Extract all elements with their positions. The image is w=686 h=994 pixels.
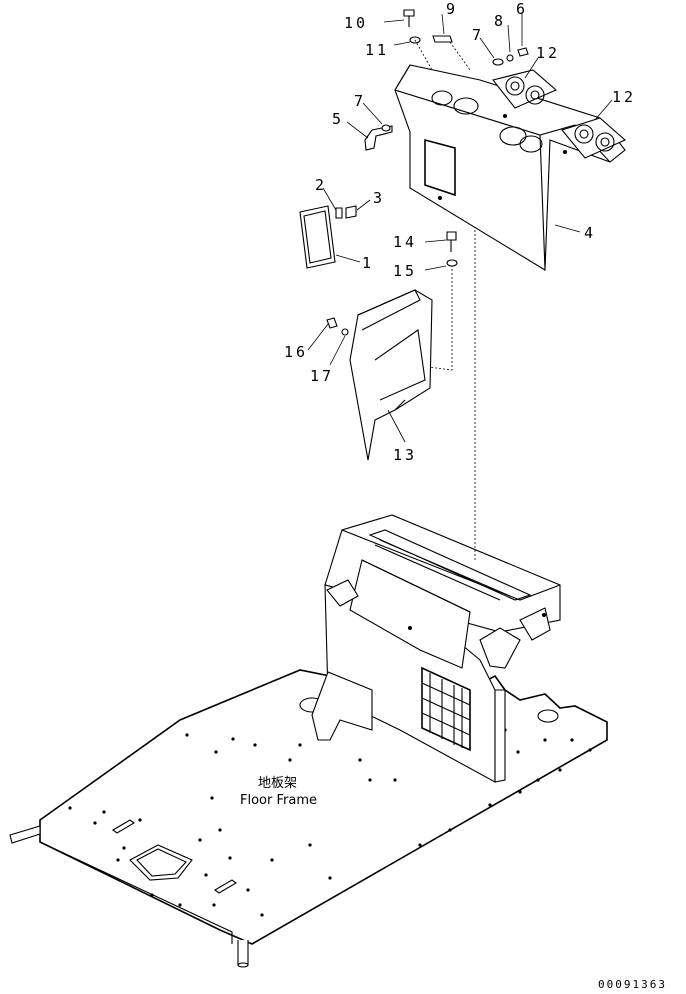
callout-9: 9 [446, 0, 458, 18]
callout-5: 5 [332, 110, 344, 128]
callout-1: 1 [362, 254, 374, 272]
grille [421, 666, 471, 752]
floor-frame-label-cn: 地板架 [258, 776, 297, 791]
callout-13: 13 [393, 446, 417, 464]
floor-frame-plate [9, 669, 608, 968]
callout-10: 10 [344, 14, 368, 32]
side-cover [326, 289, 433, 461]
document-id: 00091363 [598, 978, 667, 991]
callout-14: 14 [393, 233, 417, 251]
callout-7-top: 7 [472, 26, 484, 44]
console-box [311, 514, 561, 783]
callout-11: 11 [365, 41, 389, 59]
callout-numbers: 10 11 9 7 8 6 12 12 7 5 2 3 4 1 14 15 16… [284, 0, 636, 464]
callout-2: 2 [315, 176, 327, 194]
callout-7-mid: 7 [354, 92, 366, 110]
top-hardware [403, 9, 529, 71]
dash-panel [394, 64, 626, 271]
cover-plate [299, 205, 357, 269]
callout-8: 8 [494, 12, 506, 30]
leader-lines [307, 12, 613, 443]
callout-12-left: 12 [536, 44, 560, 62]
bracket-5 [364, 124, 393, 151]
vent-unit-left [492, 69, 558, 109]
floor-frame-label-en: Floor Frame [240, 793, 317, 808]
callout-15: 15 [393, 262, 417, 280]
callout-12-right: 12 [612, 88, 636, 106]
floor-frame-holes [68, 728, 592, 917]
callout-3: 3 [373, 189, 385, 207]
vent-unit-right [561, 117, 627, 159]
callout-16: 16 [284, 343, 308, 361]
bolt-14 [446, 231, 458, 267]
callout-6: 6 [516, 0, 528, 18]
alignment-line-2 [371, 265, 453, 371]
callout-4: 4 [584, 224, 596, 242]
callout-17: 17 [310, 367, 334, 385]
